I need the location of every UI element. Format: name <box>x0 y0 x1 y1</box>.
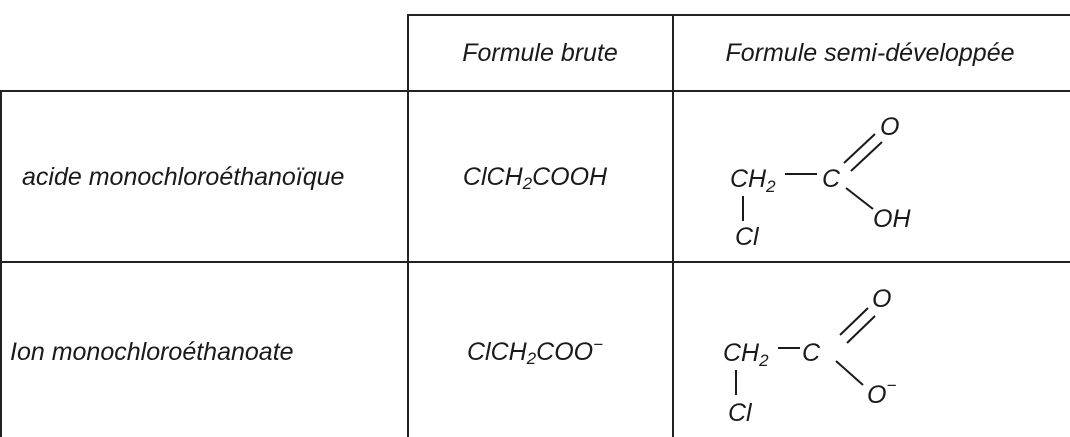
row-divider <box>0 261 1070 263</box>
ch2-label: CH2 <box>723 339 769 370</box>
header-bottom-border <box>0 90 1070 92</box>
bond-c-o <box>835 360 864 386</box>
double-bond-2 <box>846 315 876 344</box>
o-label: O <box>880 113 899 141</box>
row-1-name: acide monochloroéthanoïque <box>22 163 345 191</box>
c-label: C <box>822 165 841 193</box>
cl-label: Cl <box>728 399 753 427</box>
o-minus-label: O− <box>867 376 896 409</box>
table-top-border <box>407 14 1070 16</box>
cl-label: Cl <box>735 223 760 251</box>
oh-label: OH <box>873 205 911 233</box>
ch2-label: CH2 <box>730 165 776 196</box>
col2-left-border <box>407 14 409 437</box>
col1-left-border <box>0 90 2 437</box>
row-2-structure: CH2 C O O− Cl <box>723 285 896 427</box>
header-formule-semi-developpee: Formule semi-développée <box>725 39 1015 67</box>
row-2-name: Ion monochloroéthanoate <box>10 338 294 366</box>
o-label: O <box>872 285 891 313</box>
c-label: C <box>802 339 821 367</box>
row-1-structure: CH2 C O OH Cl <box>730 113 911 251</box>
double-bond-1 <box>843 133 876 164</box>
double-bond-1 <box>839 307 869 336</box>
col3-left-border <box>672 14 674 437</box>
double-bond-2 <box>850 141 883 172</box>
header-formule-brute: Formule brute <box>462 39 618 67</box>
row-1-formula: ClCH2COOH <box>462 163 608 193</box>
bond-c-oh <box>845 187 874 210</box>
row-2-formula: ClCH2COO− <box>466 335 604 368</box>
